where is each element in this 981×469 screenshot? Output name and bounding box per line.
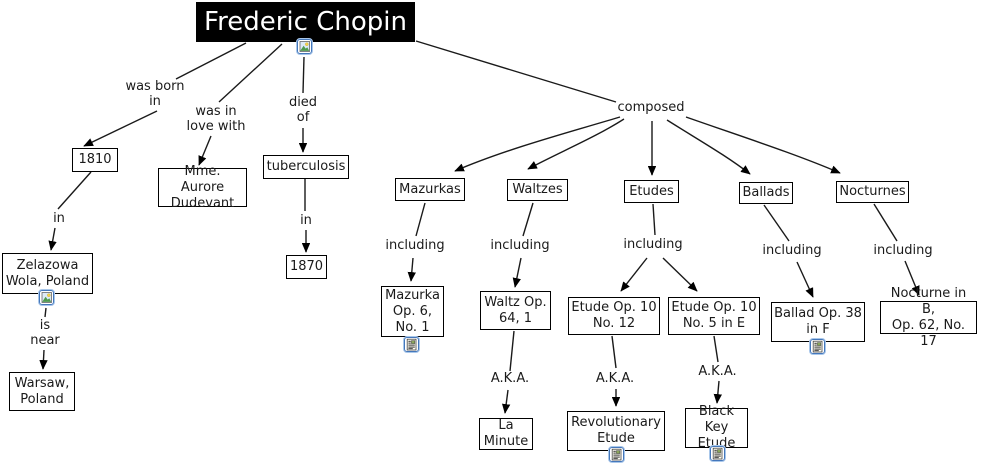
edge-nocturnes-including [873, 203, 898, 242]
link-including-nocturnes[interactable]: including [873, 243, 933, 258]
link-aka-waltz[interactable]: A.K.A. [490, 371, 530, 386]
image-icon[interactable] [38, 289, 55, 306]
edge-etude5-aka [713, 335, 719, 363]
node-mazurka-op6-no1[interactable]: Mazurka Op. 6, No. 1 [381, 286, 444, 337]
node-dudevant[interactable]: Mme. Aurore Dudevant [158, 164, 247, 211]
document-icon[interactable] [709, 445, 726, 462]
edge-etudes-including [652, 203, 656, 236]
node-tuberculosis[interactable]: tuberculosis [263, 155, 349, 179]
edge-in-zelazowa [48, 227, 57, 251]
link-aka-etude5[interactable]: A.K.A. [698, 364, 737, 379]
link-including-etudes[interactable]: including [623, 237, 683, 252]
node-revolutionary-etude[interactable]: Revolutionary Etude [567, 411, 665, 451]
node-zelazowa-wola[interactable]: Zelazowa Wola, Poland [2, 253, 93, 294]
edge-mazurkas-including [415, 202, 426, 237]
link-died-of[interactable]: died of [288, 95, 318, 125]
edge-waltz64-aka [509, 330, 515, 372]
edge-ballads-including [763, 204, 790, 242]
edge-aka-laminute [501, 389, 511, 414]
edge-title-wasinlove [218, 43, 283, 103]
node-la-minute[interactable]: La Minute [479, 418, 533, 450]
edge-including-mazurka1 [407, 257, 416, 282]
edge-title-wasbornin [175, 42, 247, 80]
link-was-born-in[interactable]: was born in [125, 79, 185, 109]
node-waltzes[interactable]: Waltzes [507, 179, 568, 201]
edge-including-etude12 [620, 257, 648, 292]
node-1810[interactable]: 1810 [72, 148, 118, 172]
edge-title-composed [415, 40, 617, 103]
edge-wasinlove-dudevant [198, 135, 212, 166]
node-etude-op10-no12[interactable]: Etude Op. 10 No. 12 [568, 297, 660, 335]
link-was-in-love-with[interactable]: was in love with [186, 104, 246, 134]
node-nocturne-op62[interactable]: Nocturne in B, Op. 62, No. 17 [880, 286, 977, 349]
link-aka-etude12[interactable]: A.K.A. [595, 371, 635, 386]
edge-including-ballad38 [796, 261, 814, 298]
edge-composed-ballads [666, 119, 751, 175]
edge-composed-waltzes [527, 118, 625, 170]
edge-wasbornin-1810 [83, 110, 158, 147]
document-icon[interactable] [403, 336, 420, 353]
node-waltz-op64-1[interactable]: Waltz Op. 64, 1 [480, 291, 551, 330]
node-ballads[interactable]: Ballads [739, 182, 793, 204]
edge-including-waltz64 [512, 257, 522, 288]
link-in-year[interactable]: in [300, 213, 312, 228]
link-including-mazurkas[interactable]: including [385, 238, 445, 253]
edge-composed-nocturnes [685, 116, 841, 174]
image-icon[interactable] [296, 38, 313, 55]
link-composed[interactable]: composed [617, 100, 685, 115]
link-including-ballads[interactable]: including [762, 243, 822, 258]
edge-zelazowa-isnear [44, 307, 47, 318]
node-frederic-chopin[interactable]: Frederic Chopin [196, 2, 415, 42]
edge-etude12-aka [611, 335, 617, 369]
node-mazurkas[interactable]: Mazurkas [395, 178, 465, 201]
node-1870[interactable]: 1870 [286, 255, 327, 279]
link-in-place[interactable]: in [53, 211, 65, 226]
edge-isnear-warsaw [39, 349, 48, 370]
document-icon[interactable] [809, 338, 826, 355]
node-etudes[interactable]: Etudes [624, 180, 679, 203]
edge-aka-blackkey [713, 380, 722, 404]
link-is-near[interactable]: is near [30, 318, 60, 348]
edge-title-diedof [302, 56, 305, 94]
node-etude-op10-no5[interactable]: Etude Op. 10 No. 5 in E [668, 297, 760, 335]
node-black-key-etude[interactable]: Black Key Etude [685, 404, 748, 451]
node-nocturnes[interactable]: Nocturnes [836, 181, 909, 203]
edge-including-nocturne62 [904, 260, 920, 296]
edge-including-etude5 [662, 257, 698, 292]
node-ballad-op38[interactable]: Ballad Op. 38 in F [771, 302, 865, 342]
document-icon[interactable] [608, 446, 625, 463]
link-including-waltzes[interactable]: including [490, 238, 550, 253]
edge-composed-mazurkas [454, 116, 621, 172]
node-warsaw[interactable]: Warsaw, Poland [9, 372, 75, 411]
edge-1810-in [57, 171, 92, 210]
edge-waltzes-including [522, 202, 534, 237]
